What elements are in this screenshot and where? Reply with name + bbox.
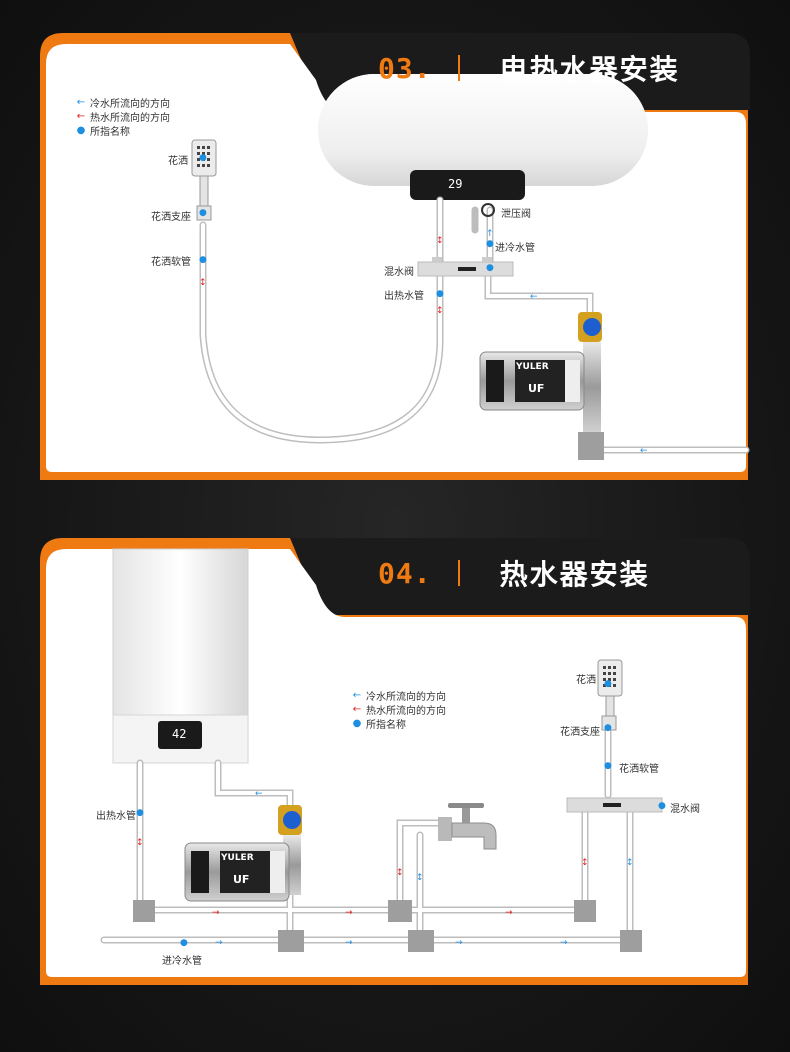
label-hot-outlet: 出热水管 [96, 811, 136, 822]
label-mixing-valve: 混水阀 [384, 267, 414, 278]
section-04-title: 04. 热水器安装 [378, 553, 650, 593]
svg-text:↑: ↑ [486, 229, 494, 239]
title-divider [457, 55, 460, 81]
booster-pump [184, 805, 302, 902]
svg-text:●: ● [436, 289, 444, 299]
label-hot-outlet: 出热水管 [384, 291, 424, 302]
svg-text:●: ● [199, 255, 207, 265]
legend-cold: 冷水所流向的方向 [90, 98, 170, 110]
pump-brand: YULER [516, 362, 549, 372]
svg-text:↕: ↕ [436, 306, 444, 316]
legend-cold: 冷水所流向的方向 [366, 691, 446, 703]
shower-head [597, 659, 623, 731]
label-cold-inlet: 进冷水管 [162, 956, 202, 967]
svg-text:↕: ↕ [581, 858, 589, 868]
cold-arrow-icon: ← [76, 96, 86, 108]
panel-frame: ↕ ↕ ↕ ● ● ● ● ← ← ↑ ● ● [40, 33, 750, 480]
legend-hot: 热水所流向的方向 [90, 112, 170, 124]
svg-text:←: ← [255, 789, 263, 799]
dot-icon: ● [352, 717, 362, 729]
label-shower-hose: 花洒软管 [151, 257, 191, 268]
svg-text:↕: ↕ [416, 873, 424, 883]
legend-03: ← 冷水所流向的方向 ← 热水所流向的方向 ● 所指名称 [72, 95, 170, 138]
section-03-title: 03. 电热水器安装 [378, 48, 680, 88]
label-shower-holder: 花洒支座 [151, 212, 191, 223]
svg-text:●: ● [199, 153, 207, 163]
electric-water-heater [318, 74, 648, 200]
section-gas-heater: ↕ ● → → → ↕ ↕ ↕ ↕ ● → → → → ← ● ● ● ● 04… [0, 505, 790, 1005]
label-cold-inlet: 进冷水管 [495, 243, 535, 254]
label-shower: 花洒 [576, 675, 596, 686]
svg-text:→: → [215, 938, 223, 948]
pump-model: UF [233, 873, 250, 886]
label-relief-valve: 泄压阀 [501, 209, 531, 220]
section-electric-heater: ↕ ↕ ↕ ● ● ● ● ← ← ↑ ● ● 03. 电热水器安装 29 YU… [0, 0, 790, 500]
svg-text:←: ← [530, 292, 538, 302]
legend-hot: 热水所流向的方向 [366, 705, 446, 717]
legend-04: ← 冷水所流向的方向 ← 热水所流向的方向 ● 所指名称 [348, 688, 446, 731]
label-shower-holder: 花洒支座 [560, 727, 600, 738]
svg-text:←: ← [640, 446, 648, 456]
section-title: 电热水器安装 [499, 53, 680, 86]
title-divider [457, 560, 460, 586]
shower-head [191, 139, 217, 221]
hot-arrow-icon: ← [352, 703, 362, 715]
relief-valve [481, 203, 495, 217]
gas-water-heater [112, 548, 249, 764]
label-mixing-valve: 混水阀 [670, 804, 700, 815]
heater-display: 42 [172, 727, 187, 741]
svg-text:●: ● [604, 723, 612, 733]
pump-brand: YULER [221, 853, 254, 863]
section-number: 03. [378, 51, 432, 85]
svg-text:→: → [455, 938, 463, 948]
dot-icon: ● [76, 124, 86, 136]
svg-text:→: → [345, 908, 353, 918]
svg-text:●: ● [199, 208, 207, 218]
svg-text:●: ● [604, 761, 612, 771]
svg-text:↕: ↕ [626, 858, 634, 868]
svg-text:●: ● [180, 938, 188, 948]
label-shower-hose: 花洒软管 [619, 764, 659, 775]
section-title: 热水器安装 [499, 558, 650, 591]
label-shower: 花洒 [168, 156, 188, 167]
heater-display: 29 [448, 177, 463, 191]
svg-text:→: → [212, 908, 220, 918]
svg-text:↕: ↕ [436, 236, 444, 246]
svg-text:●: ● [486, 239, 494, 249]
svg-text:●: ● [136, 808, 144, 818]
svg-text:→: → [505, 908, 513, 918]
booster-pump [479, 312, 604, 460]
svg-text:↕: ↕ [396, 868, 404, 878]
svg-text:●: ● [486, 263, 494, 273]
svg-text:→: → [345, 938, 353, 948]
legend-name: 所指名称 [90, 126, 130, 138]
legend-name: 所指名称 [366, 719, 406, 731]
pump-model: UF [528, 382, 545, 395]
hot-arrow-icon: ← [76, 110, 86, 122]
panel-frame: ↕ ● → → → ↕ ↕ ↕ ↕ ● → → → → ← ● ● ● ● [40, 538, 750, 985]
svg-text:●: ● [658, 801, 666, 811]
cold-arrow-icon: ← [352, 689, 362, 701]
faucet [438, 803, 497, 850]
svg-text:●: ● [604, 679, 612, 689]
section-number: 04. [378, 556, 432, 590]
svg-text:↕: ↕ [199, 278, 207, 288]
svg-text:↕: ↕ [136, 838, 144, 848]
svg-text:→: → [560, 938, 568, 948]
